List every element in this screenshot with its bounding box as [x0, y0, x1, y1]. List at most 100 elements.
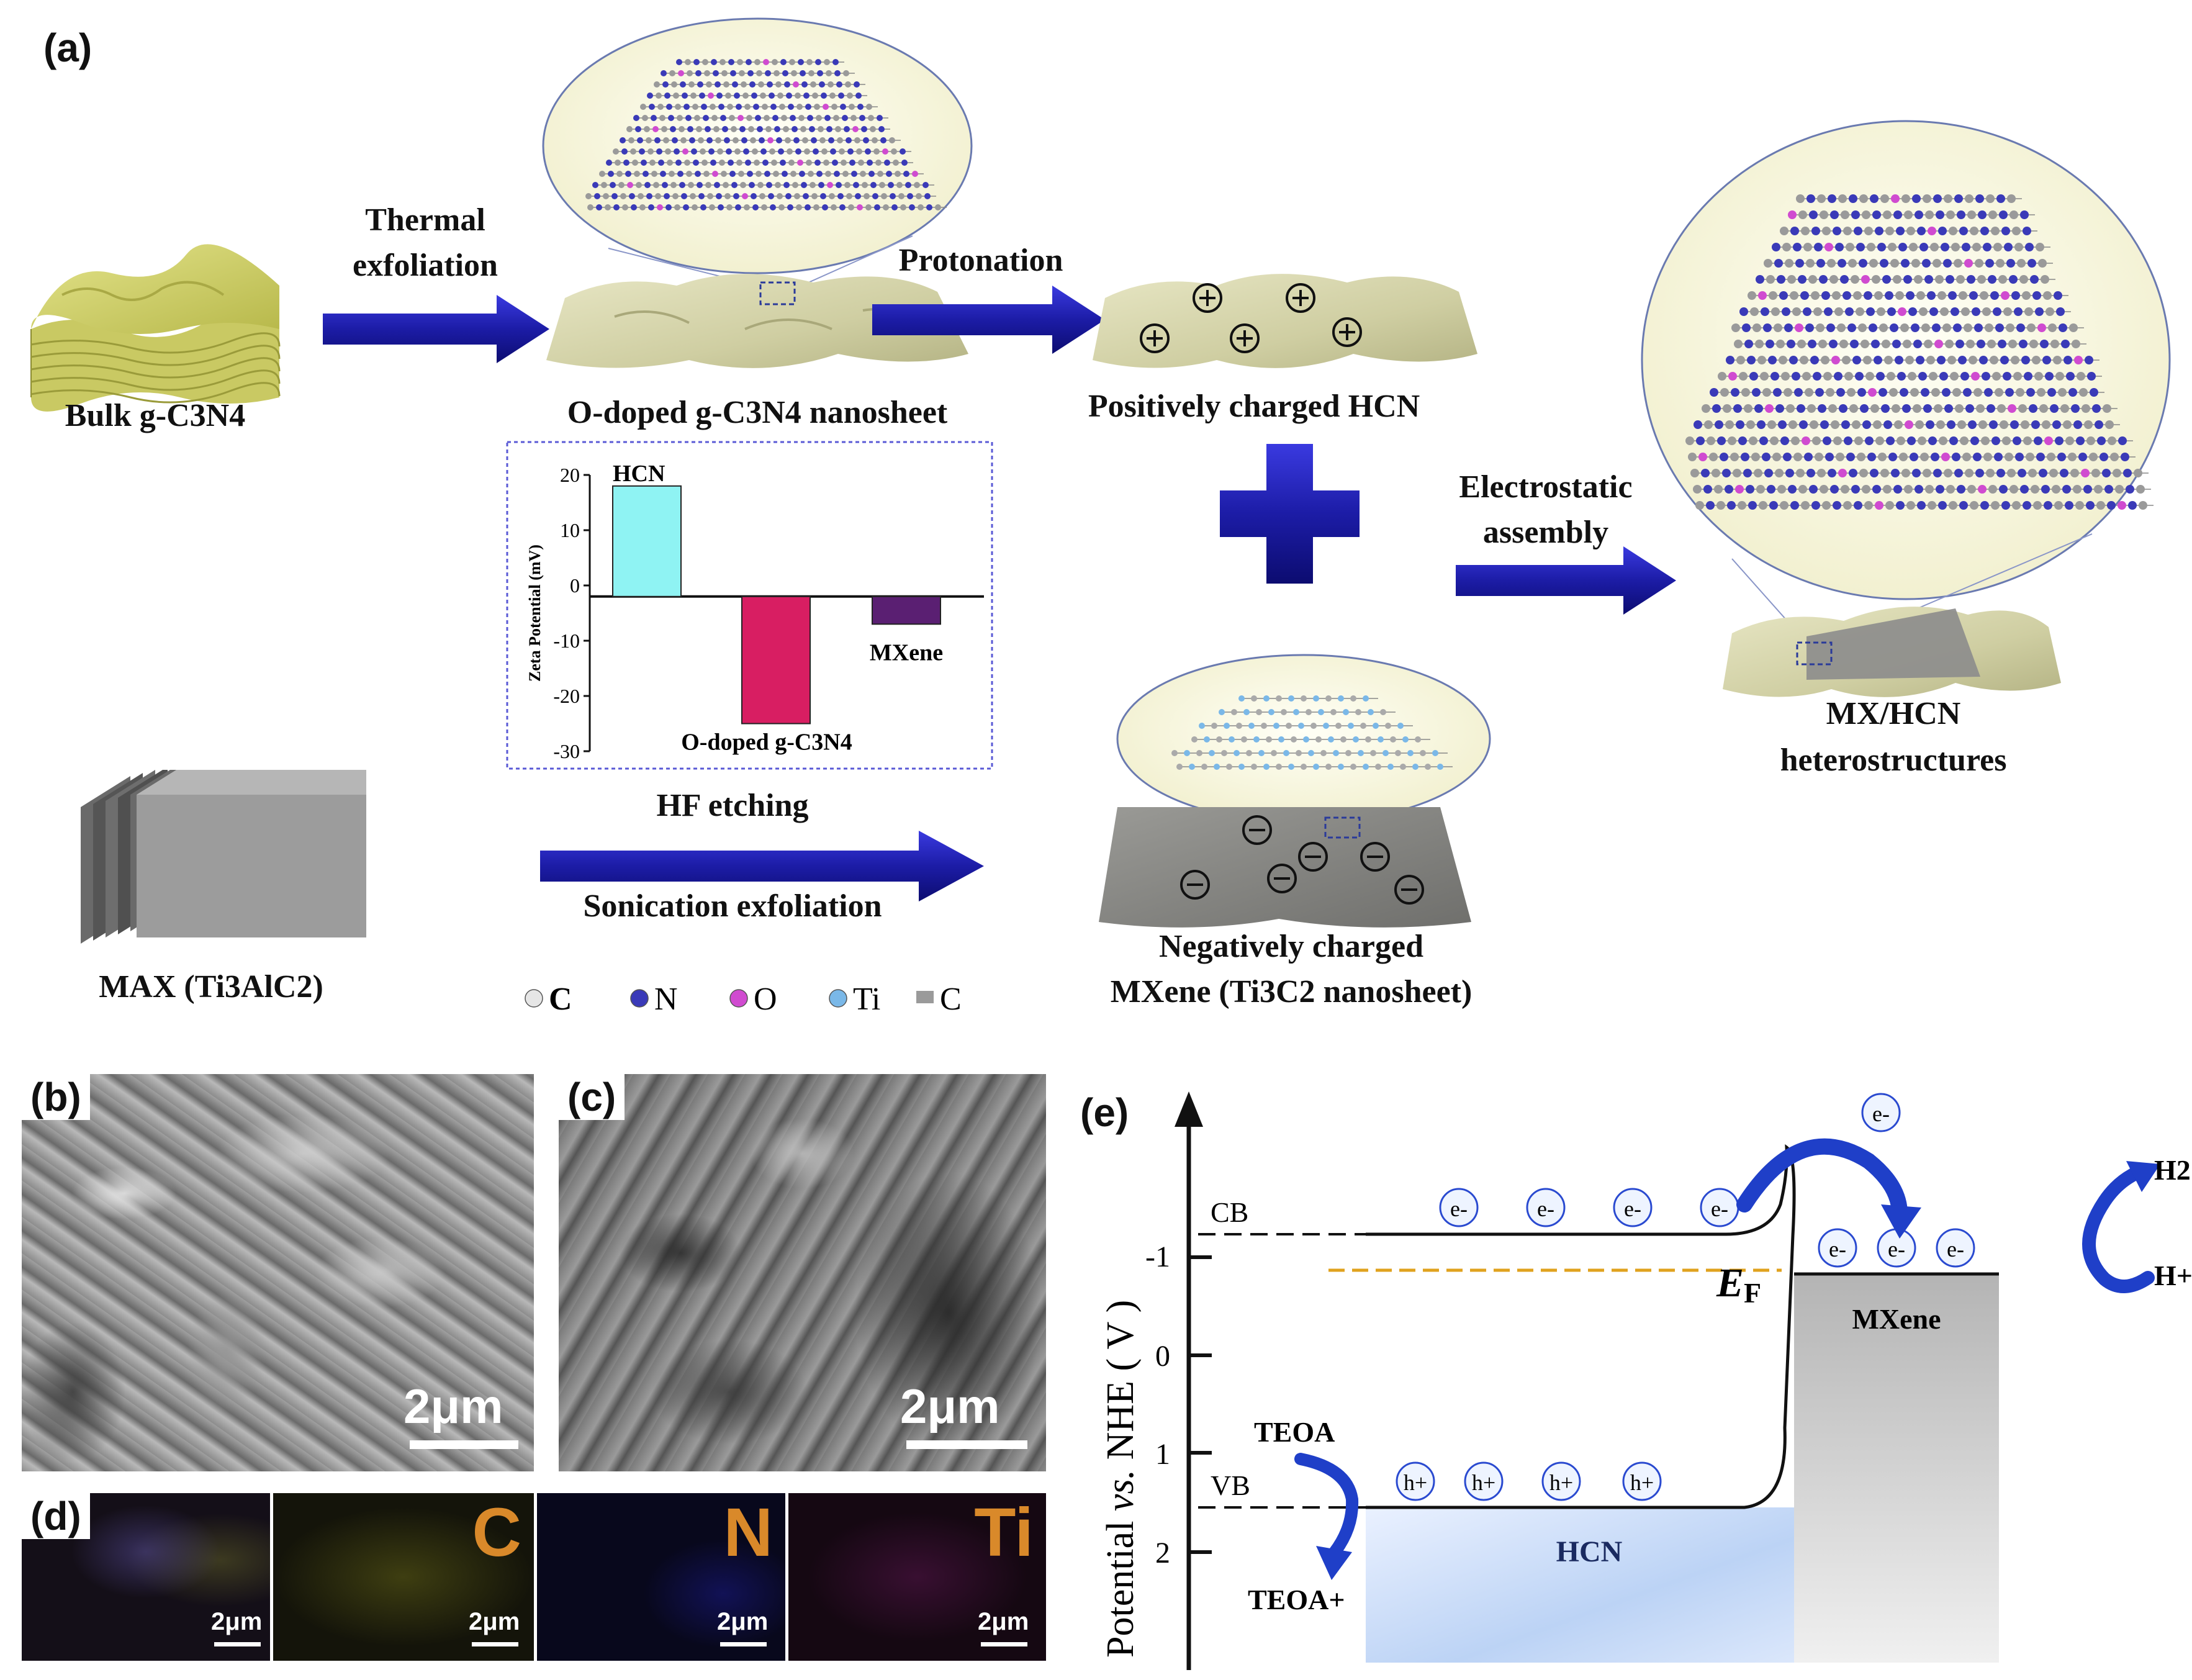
lattice-atom [1973, 388, 1982, 397]
lattice-atom [1236, 723, 1242, 729]
lattice-atom [610, 182, 616, 188]
lattice-atom [1811, 227, 1820, 235]
lattice-atom [1795, 323, 1803, 332]
lattice-atom [1960, 436, 1969, 445]
electron [1526, 1188, 1566, 1227]
lattice-atom [1860, 340, 1869, 348]
hole [1541, 1461, 1581, 1501]
edx-map-n: N 2μm [537, 1493, 785, 1661]
lattice-atom [1985, 323, 1993, 332]
hf-etching-label: HF etching [656, 788, 809, 823]
lattice-atom [2011, 291, 2020, 300]
lattice-atom [1313, 695, 1319, 702]
lattice-atom [1425, 764, 1431, 770]
lattice-atom [1797, 404, 1805, 413]
lattice-atom [2084, 420, 2093, 429]
lattice-atom [780, 160, 786, 166]
lattice-atom [790, 115, 796, 121]
lattice-atom [2035, 307, 2044, 316]
lattice-atom [1977, 275, 1986, 284]
lattice-atom [1828, 404, 1837, 413]
lattice-atom [2041, 275, 2049, 284]
lattice-atom [774, 70, 780, 76]
lattice-atom [790, 171, 796, 177]
tem-image-c: (c) 2μm [559, 1074, 1046, 1471]
lattice-atom [1796, 194, 1805, 203]
lattice-atom [2081, 404, 2090, 413]
scale-d2-text: 2μm [469, 1608, 520, 1635]
lattice-atom [701, 160, 708, 166]
lattice-atom [592, 182, 598, 188]
lattice-atom [1876, 372, 1885, 381]
legend-marker [829, 989, 847, 1008]
lattice-atom [662, 182, 668, 188]
electron-label: e- [1624, 1196, 1641, 1221]
lattice-atom [834, 171, 840, 177]
lattice-atom [1946, 210, 1955, 219]
lattice-atom [2068, 453, 2077, 461]
lattice-atom [2053, 356, 2062, 364]
electron [1613, 1188, 1653, 1227]
lattice-atom [2034, 372, 2043, 381]
lattice-atom [1716, 501, 1725, 510]
lattice-atom [1437, 764, 1443, 770]
lattice-atom [1759, 436, 1768, 445]
lattice-atom [1862, 420, 1871, 429]
legend-label: C [549, 982, 572, 1017]
lattice-atom [1834, 307, 1843, 316]
lattice-atom [802, 137, 808, 143]
lattice-atom [672, 193, 679, 199]
lattice-atom [618, 182, 625, 188]
lattice-atom [1750, 307, 1759, 316]
lattice-atom [770, 104, 777, 110]
lattice-atom [2026, 453, 2034, 461]
lattice-atom [2044, 436, 2053, 445]
lattice-atom [808, 70, 814, 76]
lattice-atom [854, 81, 860, 88]
lattice-atom [810, 182, 816, 188]
lattice-atom [1238, 695, 1245, 702]
lattice-atom [635, 126, 641, 132]
lattice-atom [1922, 259, 1931, 268]
sonication-label: Sonication exfoliation [583, 888, 882, 924]
lattice-atom [2009, 210, 2018, 219]
lattice-atom [1793, 243, 1802, 251]
lattice-atom [1948, 291, 1957, 300]
lattice-atom [1959, 291, 1967, 300]
lattice-atom [1929, 372, 1937, 381]
lattice-atom [857, 104, 864, 110]
lattice-atom [1861, 275, 1870, 284]
lattice-atom [1815, 388, 1824, 397]
lattice-atom [1962, 453, 1971, 461]
lattice-atom [605, 204, 611, 210]
lattice-atom [874, 204, 880, 210]
lattice-atom [1949, 436, 1958, 445]
thermal-label-line2: exfoliation [353, 248, 498, 283]
lattice-atom [2007, 194, 2016, 203]
lattice-atom [1772, 453, 1781, 461]
lattice-atom [772, 115, 778, 121]
lattice-atom [1874, 356, 1882, 364]
lattice-atom [1967, 275, 1975, 284]
lattice-atom [2052, 485, 2060, 494]
lattice-atom [1795, 259, 1804, 268]
lattice-atom [893, 160, 899, 166]
lattice-atom [2073, 485, 2081, 494]
lattice-atom [1818, 404, 1826, 413]
lattice-atom [805, 204, 811, 210]
lattice-atom [752, 204, 759, 210]
lattice-atom [2037, 323, 2046, 332]
lattice-atom [1885, 291, 1893, 300]
lattice-atom [693, 160, 699, 166]
lattice-atom [2090, 388, 2098, 397]
lattice-atom [769, 93, 775, 99]
lattice-atom [1204, 736, 1210, 743]
hplus-label: H+ [2154, 1260, 2192, 1291]
lattice-atom [1759, 501, 1767, 510]
lattice-atom [886, 171, 892, 177]
lattice-atom [1962, 243, 1970, 251]
lattice-atom [1935, 275, 1944, 284]
lattice-atom [1851, 210, 1860, 219]
lattice-atom [1782, 243, 1791, 251]
lattice-atom [1875, 227, 1883, 235]
